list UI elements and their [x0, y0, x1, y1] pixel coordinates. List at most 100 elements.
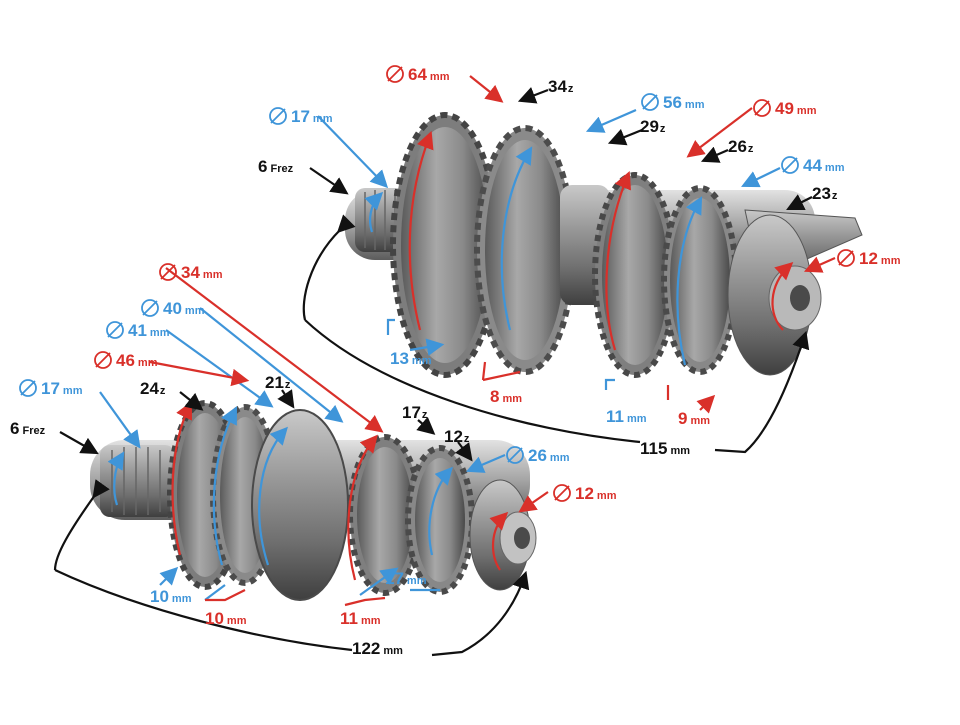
arc-d44 [676, 196, 703, 366]
label-value: 17 [385, 569, 404, 588]
label-value: 46 [116, 351, 135, 370]
lower-label-z12: 12z [444, 428, 469, 446]
label-unit: z [747, 143, 754, 155]
label-value: 34 [181, 263, 200, 282]
label-unit: mm [202, 269, 223, 281]
label-unit: mm [312, 113, 333, 125]
label-value: 122 [352, 639, 381, 658]
diameter-icon [641, 93, 659, 111]
label-value: 12 [859, 249, 878, 268]
label-value: 11 [340, 609, 358, 628]
label-value: 17 [291, 107, 310, 126]
diameter-icon [781, 156, 799, 174]
label-value: 49 [775, 99, 794, 118]
diameter-icon [837, 249, 855, 267]
label-unit: Frez [22, 425, 46, 437]
label-unit: mm [429, 71, 450, 83]
label-value: 64 [408, 65, 427, 84]
label-unit: z [567, 83, 574, 95]
label-value: 12 [444, 427, 463, 446]
diameter-icon [106, 321, 124, 339]
lower-label-z21: 21z [265, 374, 290, 392]
label-unit: mm [383, 645, 403, 657]
diameter-icon [386, 65, 404, 83]
label-unit: mm [184, 305, 205, 317]
label-unit: z [463, 433, 470, 445]
label-value: 26 [528, 446, 547, 465]
label-value: 21 [265, 373, 284, 392]
diameter-icon [141, 299, 159, 317]
label-unit: mm [406, 575, 427, 587]
label-unit: z [159, 385, 166, 397]
label-unit: mm [137, 357, 158, 369]
upper-label-z34: 34z [548, 78, 573, 96]
upper-label-z23: 23z [812, 185, 837, 203]
label-unit: mm [796, 105, 817, 117]
label-value: 12 [575, 484, 594, 503]
label-unit: mm [596, 490, 617, 502]
label-value: 10 [205, 609, 224, 628]
upper-label-z26: 26z [728, 138, 753, 156]
label-unit: mm [626, 413, 647, 425]
gear-17z-face [357, 447, 413, 583]
lower-label-z17: 17z [402, 404, 427, 422]
label-unit: mm [880, 255, 901, 267]
label-value: 11 [606, 407, 624, 426]
label-unit: mm [824, 162, 845, 174]
label-value: 6 [10, 419, 20, 438]
label-unit: mm [149, 327, 170, 339]
label-value: 17 [41, 379, 60, 398]
label-value: 56 [663, 93, 682, 112]
lower-label-z24: 24z [140, 380, 165, 398]
arc-d12u [771, 262, 794, 331]
label-value: 41 [128, 321, 147, 340]
diameter-icon [19, 379, 37, 397]
diameter-icon [553, 484, 571, 502]
diameter-icon [506, 446, 524, 464]
label-unit: mm [670, 445, 690, 457]
label-unit: mm [549, 452, 570, 464]
arc-d56 [500, 146, 533, 331]
label-value: 17 [402, 403, 421, 422]
upper-shaft [345, 112, 863, 378]
label-value: 23 [812, 184, 831, 203]
lower-annotations [53, 267, 549, 657]
label-value: 26 [728, 137, 747, 156]
label-unit: mm [502, 393, 523, 405]
upper-hub-bore [790, 285, 810, 311]
label-value: 8 [490, 387, 500, 406]
label-unit: z [659, 123, 666, 135]
label-unit: mm [171, 593, 192, 605]
diameter-icon [159, 263, 177, 281]
gear-26z-face [602, 185, 668, 365]
label-value: 44 [803, 156, 822, 175]
lower-disc [251, 409, 349, 601]
label-value: 10 [150, 587, 169, 606]
label-value: 29 [640, 117, 659, 136]
label-unit: Frez [270, 163, 294, 175]
arc-d49 [605, 170, 632, 351]
diameter-icon [753, 99, 771, 117]
upper-annotations [302, 75, 836, 454]
label-value: 9 [678, 409, 688, 428]
arc-d64 [408, 130, 434, 331]
